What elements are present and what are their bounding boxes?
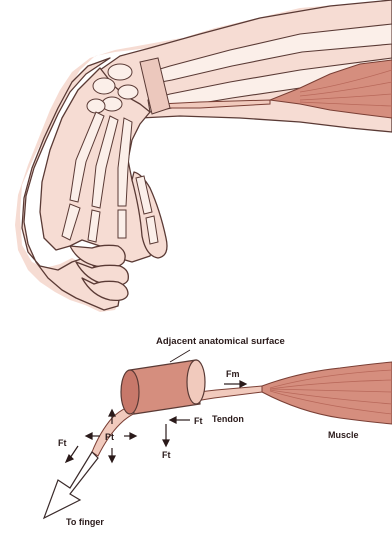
ft-right-arrow [170, 417, 190, 423]
surface-leader-line [170, 350, 190, 362]
adjacent-surface-label: Adjacent anatomical surface [156, 336, 285, 347]
pt-label: Pt [105, 432, 114, 442]
ft-bottom-arrow [163, 424, 169, 446]
to-finger-arrow [44, 452, 98, 518]
ft-bottom-label: Ft [162, 450, 171, 460]
fm-arrow [224, 381, 246, 387]
to-finger-label: To finger [66, 517, 104, 527]
fm-label: Fm [226, 369, 240, 379]
tendon-label: Tendon [212, 414, 244, 424]
ft-left-arrow [66, 446, 78, 462]
ft-left-label: Ft [58, 438, 67, 448]
muscle-label: Muscle [328, 430, 359, 440]
ft-right-label: Ft [194, 416, 203, 426]
pulley-cylinder [121, 360, 205, 414]
